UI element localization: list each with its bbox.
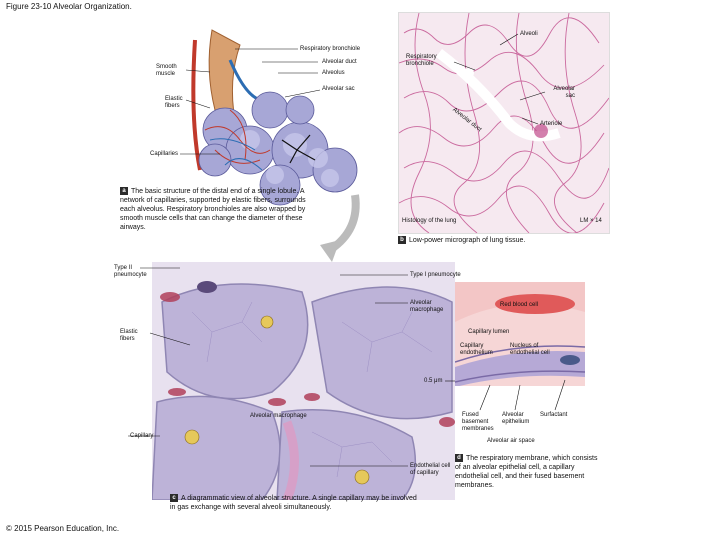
copyright: © 2015 Pearson Education, Inc.	[6, 524, 119, 533]
badge-d: d	[455, 454, 463, 462]
